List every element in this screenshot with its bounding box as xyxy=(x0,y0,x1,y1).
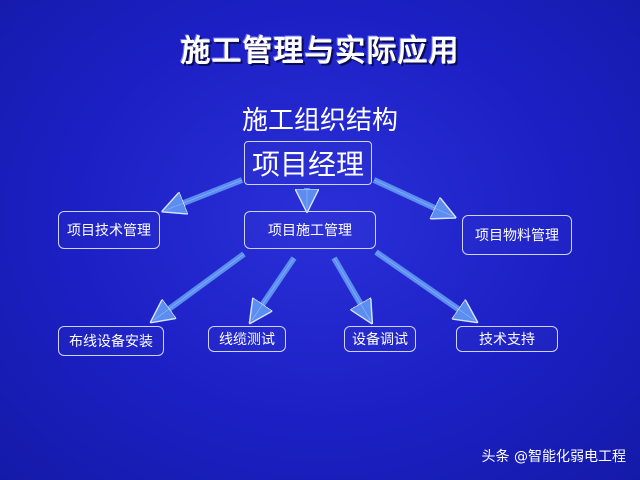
node-cabling-install: 布线设备安装 xyxy=(58,326,164,356)
slide-title: 施工管理与实际应用 xyxy=(180,34,460,69)
node-tech-support: 技术支持 xyxy=(456,326,558,352)
section-subtitle: 施工组织结构 xyxy=(241,106,398,136)
node-project-manager: 项目经理 xyxy=(244,141,372,185)
watermark: 头条 @智能化弱电工程 xyxy=(481,449,626,465)
node-material-management: 项目物料管理 xyxy=(462,215,572,255)
node-construction-management: 项目施工管理 xyxy=(244,211,376,249)
node-cable-test: 线缆测试 xyxy=(208,326,286,352)
node-device-debug: 设备调试 xyxy=(344,326,416,352)
node-tech-management: 项目技术管理 xyxy=(58,211,160,249)
